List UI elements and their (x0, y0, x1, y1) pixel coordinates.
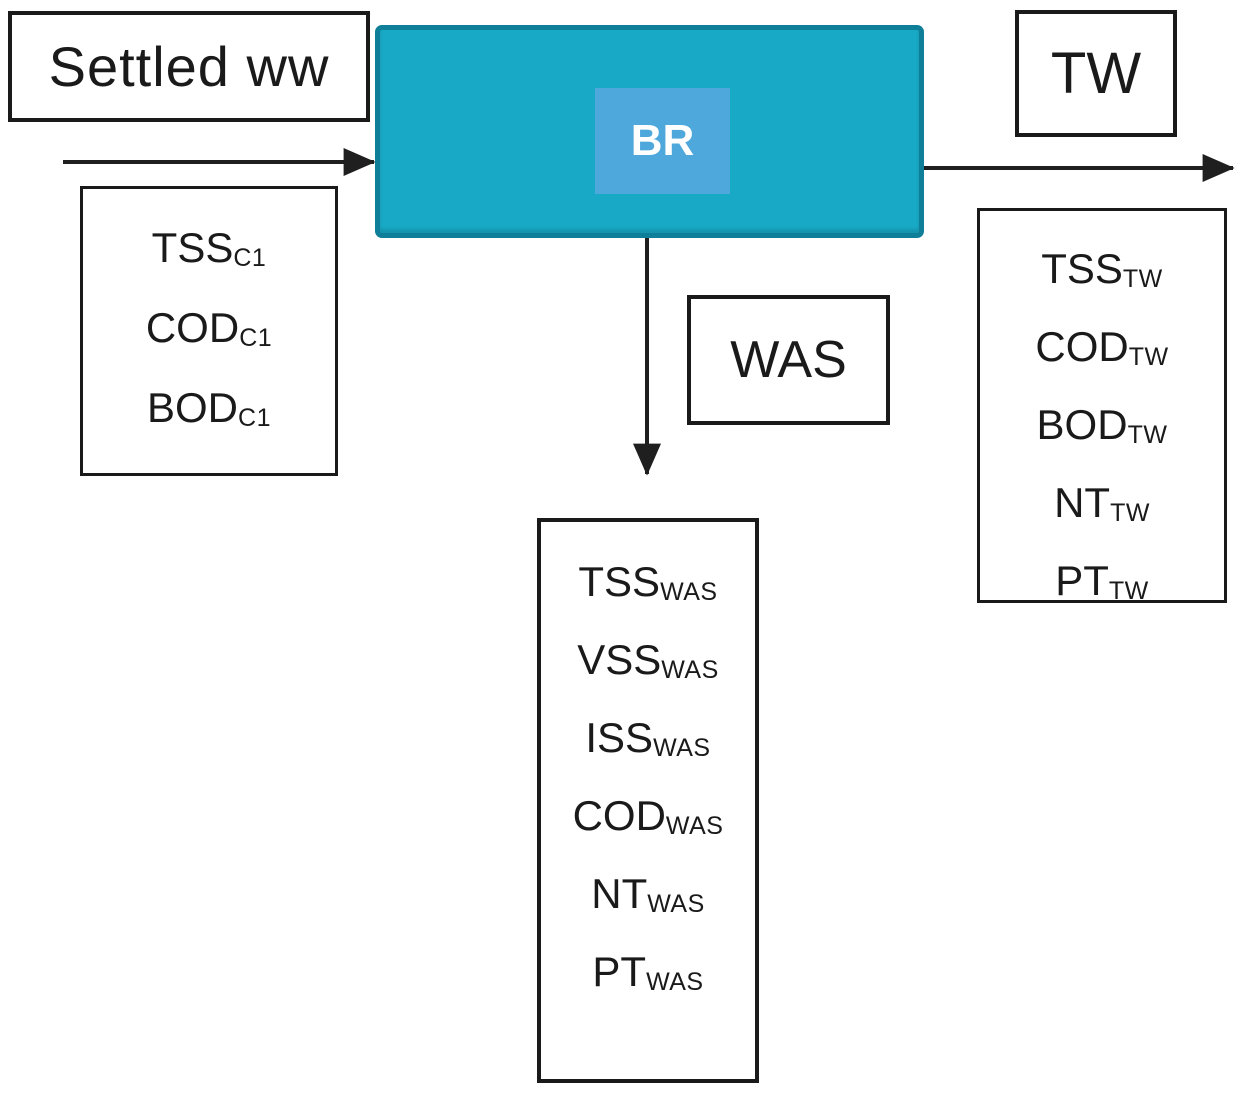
waste-sludge-params-box: TSSWAS VSSWAS ISSWAS CODWAS NTWAS PTWAS (537, 518, 759, 1083)
treated-water-label: TW (1050, 41, 1142, 106)
param-tss-c1: TSSC1 (151, 224, 267, 272)
treated-water-params-box: TSSTW CODTW BODTW NTTW PTTW (977, 208, 1227, 605)
param-iss-was: ISSWAS (585, 714, 711, 762)
waste-sludge-box: WAS (687, 295, 890, 425)
param-cod-c1: CODC1 (145, 304, 273, 352)
param-cod-tw: CODTW (1035, 323, 1169, 371)
param-tss-tw: TSSTW (1041, 245, 1163, 293)
param-cod-was: CODWAS (572, 792, 724, 840)
param-bod-tw: BODTW (1036, 401, 1168, 449)
param-vss-was: VSSWAS (577, 636, 719, 684)
settled-ww-label: Settled ww (48, 35, 330, 98)
waste-sludge-label: WAS (730, 331, 847, 389)
param-nt-tw: NTTW (1054, 479, 1150, 527)
bioreactor-box: BR (375, 25, 924, 238)
influent-params-box: TSSC1 CODC1 BODC1 (80, 186, 338, 476)
param-nt-was: NTWAS (591, 870, 705, 918)
param-tss-was: TSSWAS (578, 558, 718, 606)
param-bod-c1: BODC1 (147, 384, 271, 432)
treated-water-box: TW (1015, 10, 1177, 137)
bioreactor-label-box: BR (595, 88, 730, 194)
settled-ww-box: Settled ww (8, 11, 370, 122)
param-pt-was: PTWAS (592, 948, 704, 996)
param-pt-tw: PTTW (1055, 557, 1149, 605)
bioreactor-label: BR (630, 116, 695, 165)
